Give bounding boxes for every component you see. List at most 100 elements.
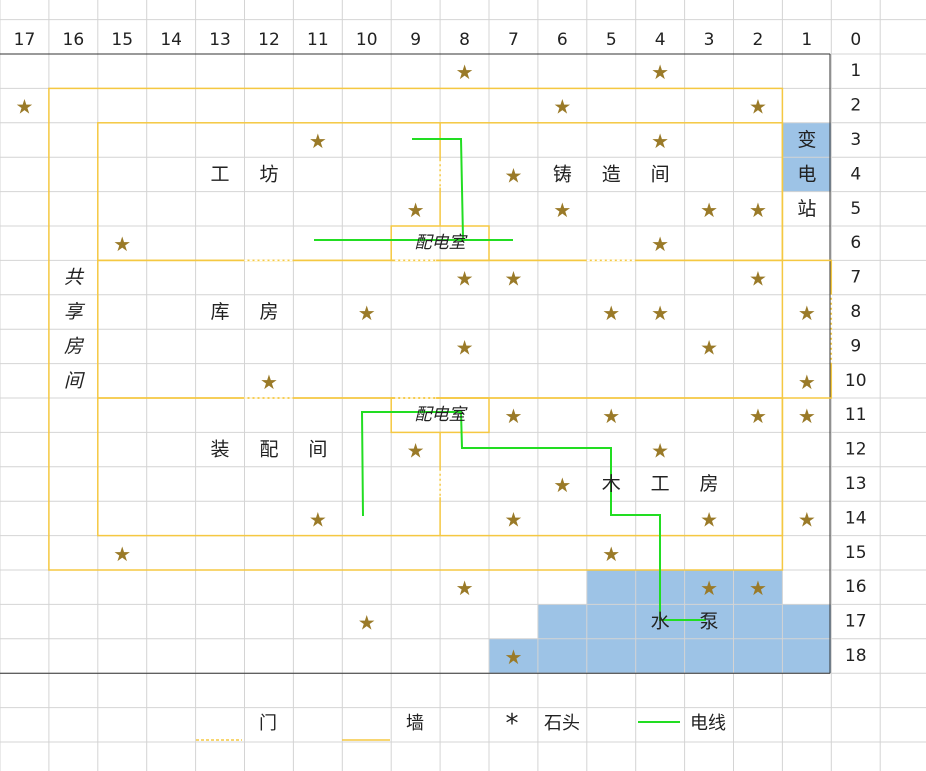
legend-stone-marker: *: [506, 709, 519, 739]
row-header: 18: [845, 646, 867, 666]
column-header: 17: [14, 30, 36, 50]
stone-marker: ★: [504, 404, 522, 428]
row-header: 2: [850, 96, 861, 116]
room-labels: 工坊铸造间变电站库房共享房间装配间木工房水泵配电室配电室: [64, 129, 817, 633]
stone-marker: ★: [260, 370, 278, 394]
carpentry-label: 木: [602, 473, 621, 495]
substation-label: 变: [797, 129, 816, 151]
column-header: 7: [508, 30, 519, 50]
carpentry-label: 房: [700, 473, 719, 495]
column-header: 13: [209, 30, 231, 50]
stone-marker: ★: [749, 95, 767, 119]
legend-wire-label: 电线: [690, 713, 726, 734]
foundry-label: 造: [602, 163, 621, 185]
legend-wall-label: 墙: [406, 713, 424, 734]
stone-marker: ★: [749, 198, 767, 222]
stone-marker: ★: [504, 267, 522, 291]
stone-marker: ★: [651, 439, 669, 463]
power-room-1-label: 配电室: [415, 233, 469, 253]
stone-marker: ★: [504, 645, 522, 669]
stone-marker: ★: [358, 611, 376, 635]
workshop-label: 工: [211, 163, 230, 185]
assembly-label: 配: [259, 439, 278, 461]
power-room-2-label: 配电室: [415, 405, 469, 425]
shared_room-label: 间: [64, 370, 86, 392]
foundry-label: 铸: [553, 163, 572, 185]
column-header: 4: [655, 30, 666, 50]
stone-marker: ★: [309, 129, 327, 153]
stone-marker: ★: [798, 404, 816, 428]
foundry-label: 间: [651, 163, 670, 185]
stone-marker: ★: [651, 129, 669, 153]
row-header: 9: [850, 336, 861, 356]
column-header: 8: [459, 30, 470, 50]
carpentry-label: 工: [651, 473, 670, 495]
shared_room-label: 房: [64, 335, 85, 357]
row-header: 8: [850, 302, 861, 322]
substation-label: 站: [797, 198, 816, 220]
stone-marker: ★: [700, 335, 718, 359]
stone-marker: ★: [407, 198, 425, 222]
power-room-2-wall: [390, 397, 490, 434]
column-header: 9: [410, 30, 421, 50]
stone-marker: ★: [309, 507, 327, 531]
stone-marker: ★: [504, 163, 522, 187]
stone-marker: ★: [113, 542, 131, 566]
stone-marker: ★: [700, 507, 718, 531]
stone-marker: ★: [749, 404, 767, 428]
row-header: 10: [845, 371, 867, 391]
row-header: 6: [850, 233, 861, 253]
assembly-label: 装: [211, 439, 230, 461]
assembly-label: 间: [308, 439, 327, 461]
column-header: 2: [753, 30, 764, 50]
stone-marker: ★: [651, 60, 669, 84]
legend: 门 墙 * 石头 电线: [196, 709, 726, 741]
stone-marker: ★: [553, 198, 571, 222]
stone-marker: ★: [456, 267, 474, 291]
row-header: 12: [845, 440, 867, 460]
stone-marker: ★: [407, 439, 425, 463]
stone-marker: ★: [602, 542, 620, 566]
stone-marker: ★: [553, 473, 571, 497]
stone-marker: ★: [651, 301, 669, 325]
stones: ★★★★★★★★★★★★★★★★★★★★★★★★★★★★★★★★★★★★★★★★…: [15, 60, 815, 669]
stone-marker: ★: [749, 267, 767, 291]
row-header: 5: [850, 199, 861, 219]
row-header: 13: [845, 474, 867, 494]
stone-marker: ★: [651, 232, 669, 256]
stone-marker: ★: [15, 95, 33, 119]
column-header: 10: [356, 30, 378, 50]
stone-marker: ★: [602, 404, 620, 428]
pump-label: 水: [651, 611, 670, 633]
stone-marker: ★: [749, 576, 767, 600]
legend-stone-label: 石头: [544, 713, 580, 734]
column-header: 0: [850, 30, 861, 50]
stone-marker: ★: [798, 507, 816, 531]
row-header: 14: [845, 508, 867, 528]
row-header: 11: [845, 405, 867, 425]
column-header: 14: [160, 30, 182, 50]
row-header: 3: [850, 130, 861, 150]
column-header: 1: [801, 30, 812, 50]
column-header: 15: [111, 30, 133, 50]
column-header: 16: [63, 30, 85, 50]
stone-marker: ★: [553, 95, 571, 119]
column-header: 12: [258, 30, 280, 50]
stone-marker: ★: [798, 301, 816, 325]
stone-marker: ★: [700, 198, 718, 222]
pump-label: 泵: [700, 611, 719, 633]
row-header: 1: [850, 61, 861, 81]
outer-building-wall: [48, 87, 784, 571]
stone-marker: ★: [798, 370, 816, 394]
row-header: 7: [850, 268, 861, 288]
blue-region-4: [489, 638, 832, 674]
row-header: 17: [845, 612, 867, 632]
stone-marker: ★: [113, 232, 131, 256]
column-header: 5: [606, 30, 617, 50]
row-header: 4: [850, 164, 861, 184]
power-wire-3: [360, 411, 706, 621]
storehouse-label: 房: [259, 301, 278, 323]
power-wire-1: [412, 138, 464, 239]
